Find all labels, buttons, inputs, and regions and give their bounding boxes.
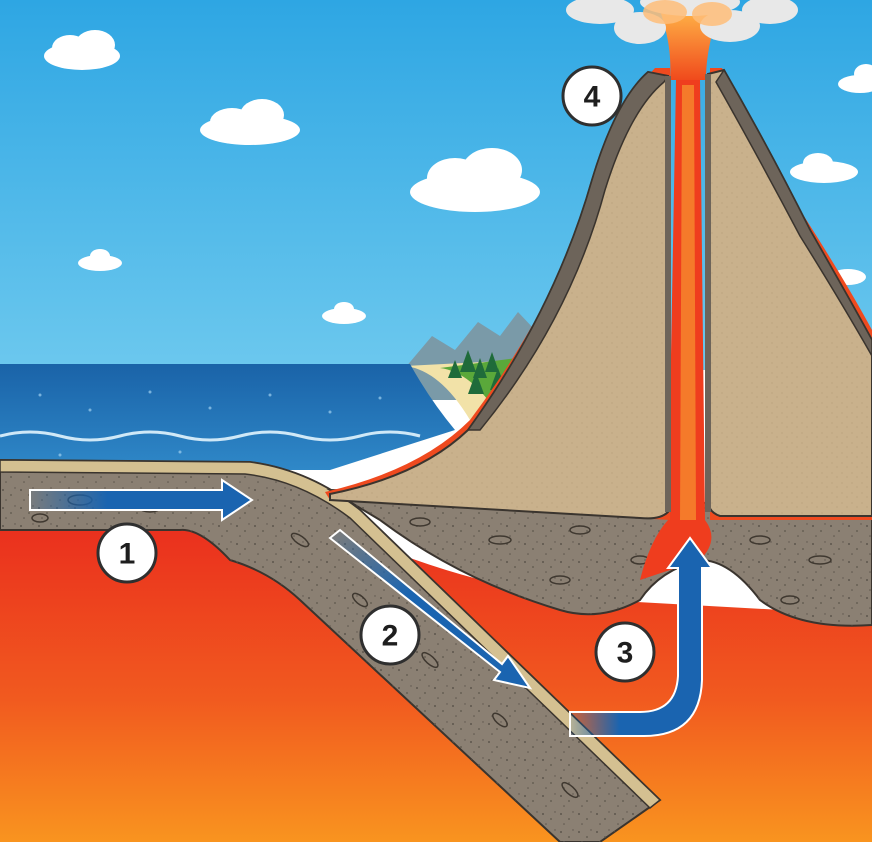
ocean-plate-moving-arrow	[29, 478, 254, 522]
cloud-icon	[44, 30, 120, 70]
volcano	[325, 68, 872, 520]
cloud-icon	[200, 99, 300, 145]
eruption-plume	[566, 0, 798, 80]
cloud-icon	[410, 148, 540, 212]
step-number: 4	[584, 81, 601, 114]
step-number: 3	[617, 637, 634, 670]
step-badge-circle	[359, 604, 421, 666]
oceanic-plate	[0, 458, 662, 842]
cloud-icon	[322, 302, 366, 324]
step-badge-circle	[594, 621, 656, 683]
step-number: 2	[382, 620, 399, 653]
step-badge-circle	[96, 522, 158, 584]
magma-core	[680, 85, 696, 520]
step-badge-2: 2	[359, 604, 421, 666]
clouds	[44, 30, 872, 324]
magma-rising-arrow	[569, 536, 714, 737]
cloud-icon	[790, 153, 858, 183]
cloud-icon	[78, 249, 122, 271]
step-badge-1: 1	[96, 522, 158, 584]
step-badge-circle	[561, 65, 623, 127]
step-number: 1	[119, 538, 136, 571]
plate-subducting-arrow	[328, 528, 533, 690]
cloud-icon	[838, 64, 872, 93]
step-badge-3: 3	[594, 621, 656, 683]
ocean	[0, 364, 455, 470]
step-badge-4: 4	[561, 65, 623, 127]
